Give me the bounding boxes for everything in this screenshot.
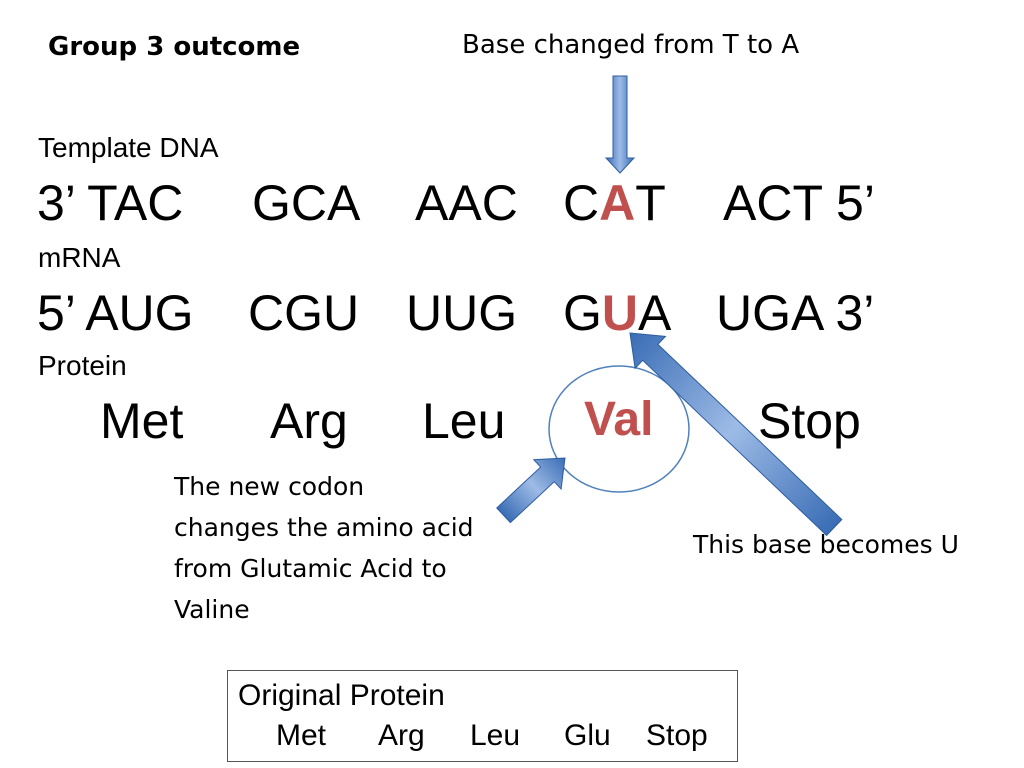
amino-acid-met: Met [100,393,184,449]
mrna-mutated-base: U [601,285,639,341]
dna-prefix: 3’ [37,175,75,231]
base-change-note: Base changed from T to A [462,30,800,60]
note-line-1: The new codon [174,472,365,501]
original-protein-title: Original Protein [238,679,445,712]
mrna-codon-2: CGU [248,285,360,341]
mrna-mutated-before: G [563,285,602,341]
template-dna-label: Template DNA [38,132,219,163]
dna-codon-5: ACT 5’ [723,174,875,232]
mrna-codon-3: UUG [406,285,518,341]
mrna-prefix: 5’ [37,285,75,341]
mrna-label: mRNA [38,242,121,273]
dna-mutated-base: A [599,175,636,231]
amino-acid-stop: Stop [758,393,861,449]
original-protein-box: Original Protein Met Arg Leu Glu Stop [227,670,738,762]
dna-mutated-codon: CAT [563,174,666,232]
amino-acid-change-note: The new codon changes the amino acid fro… [174,466,474,630]
mrna-mutated-after: A [638,285,672,341]
note-line-2: changes the amino acid [174,513,474,542]
val-highlight-circle [548,365,690,493]
original-aa-stop: Stop [646,719,708,752]
mrna-mutated-codon: GUA [563,284,671,342]
mrna-last-codon: UGA [716,285,822,341]
mrna-sequence: 5’ AUG [37,284,194,342]
mrna-codon-5: UGA 3’ [716,284,874,342]
long-arrow-icon [629,332,843,537]
note-line-4: Valine [174,595,250,624]
dna-mutated-before: C [563,175,600,231]
note-line-3: from Glutamic Acid to [174,554,447,583]
original-aa-glu: Glu [564,719,611,752]
original-aa-met: Met [276,719,327,752]
down-arrow-icon [604,75,636,174]
base-becomes-u-note: This base becomes U [693,530,959,559]
dna-codon-3: AAC [415,175,518,231]
dna-suffix: 5’ [836,175,875,231]
dna-mutated-after: T [635,175,666,231]
dna-last-codon: ACT [723,175,823,231]
mrna-codon-1: AUG [85,285,194,341]
protein-label: Protein [38,350,127,381]
original-aa-arg: Arg [378,719,425,752]
amino-acid-arg: Arg [270,393,348,449]
short-arrow-icon [496,457,566,524]
slide-title: Group 3 outcome [48,32,301,62]
dna-codon-2: GCA [252,175,361,231]
template-dna-sequence: 3’ TAC [37,174,183,232]
amino-acid-leu: Leu [422,393,506,449]
dna-codon-1: TAC [87,175,184,231]
mrna-suffix: 3’ [835,285,875,341]
amino-acid-val: Val [584,393,654,446]
original-aa-leu: Leu [470,719,521,752]
